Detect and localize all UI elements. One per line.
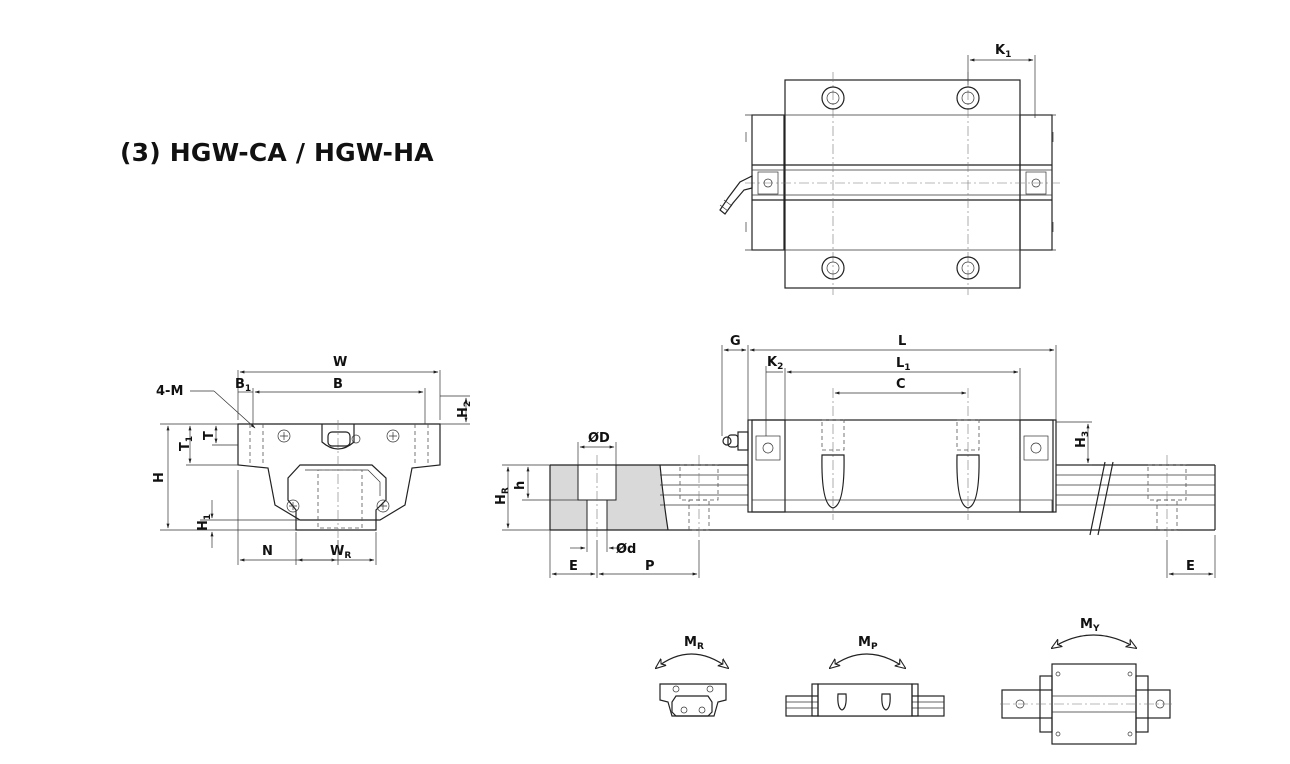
label-t1: T1 [178, 436, 195, 451]
label-h1: H1 [196, 514, 213, 531]
label-l: L [898, 334, 906, 349]
label-g: G [730, 334, 741, 349]
label-e: E [569, 559, 578, 574]
moment-my-icon: MY [1000, 617, 1172, 745]
label-h: H [152, 472, 167, 483]
label-k2: K2 [767, 355, 783, 372]
label-e-right: E [1186, 559, 1195, 574]
label-od: ØD [588, 431, 610, 446]
label-c: C [896, 377, 906, 392]
top-view: K1 [719, 43, 1060, 295]
label-wr: WR [330, 544, 351, 561]
label-b1: B1 [235, 377, 251, 394]
label-l1: L1 [896, 356, 911, 373]
label-n: N [262, 544, 273, 559]
label-4m: 4-M [156, 384, 183, 399]
label-p: P [645, 559, 655, 574]
label-hr: HR [494, 487, 511, 505]
svg-text:MR: MR [684, 635, 704, 652]
label-k1: K1 [995, 43, 1011, 60]
side-view: L G L1 K2 C H3 ØD h HR [494, 334, 1216, 578]
label-h2: H2 [456, 401, 473, 418]
moment-mp-icon: MP [785, 635, 945, 717]
label-sd: Ød [616, 542, 636, 557]
label-h3: H3 [1074, 431, 1091, 448]
svg-text:MP: MP [858, 635, 878, 652]
moment-mr-icon: MR [656, 635, 728, 717]
label-t: T [202, 431, 217, 440]
front-view: W B B1 4-M H2 T T1 H H1 [152, 355, 473, 565]
diagram-title: (3) HGW-CA / HGW-HA [120, 138, 434, 167]
label-w: W [333, 355, 347, 370]
svg-text:MY: MY [1080, 617, 1100, 634]
label-h-small: h [513, 481, 528, 490]
label-b: B [333, 377, 343, 392]
